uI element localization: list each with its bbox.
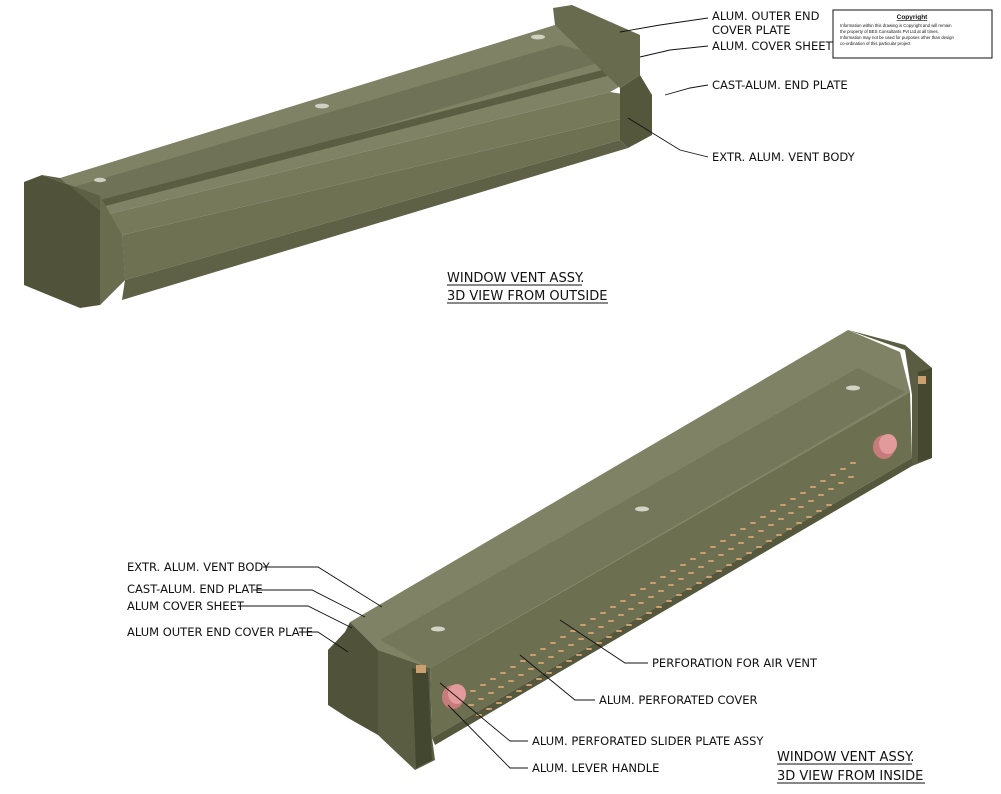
title-line-2: 3D VIEW FROM OUTSIDE — [447, 289, 607, 304]
label-vent-body: EXTR. ALUM. VENT BODY — [712, 150, 856, 164]
label-outer-end-cover: ALUM OUTER END COVER PLATE — [127, 625, 313, 639]
label-end-plate: CAST-ALUM. END PLATE — [127, 582, 263, 596]
copyright-line: Information within this drawing is Copyr… — [840, 23, 952, 28]
label-outer-end-cover: COVER PLATE — [712, 23, 791, 37]
label-perforation: PERFORATION FOR AIR VENT — [652, 656, 818, 670]
fixing-slot — [531, 34, 545, 40]
label-lever-handle: ALUM. LEVER HANDLE — [532, 761, 659, 775]
outer-end-cover-plate — [328, 622, 378, 735]
copyright-box: Copyright Information within this drawin… — [832, 9, 993, 59]
fixing-slot — [846, 385, 860, 391]
fixing-slot — [315, 103, 329, 109]
fixing-slot — [431, 626, 445, 632]
label-cover-sheet: ALUM COVER SHEET — [127, 599, 245, 613]
left-end-cover-plate — [24, 175, 100, 308]
label-slider-plate: ALUM. PERFORATED SLIDER PLATE ASSY — [532, 734, 764, 748]
fixing-slot — [94, 177, 106, 183]
label-end-plate: CAST-ALUM. END PLATE — [712, 78, 848, 92]
inside-leaders — [238, 566, 648, 769]
outside-labels: ALUM. OUTER END COVER PLATE ALUM. COVER … — [712, 9, 856, 164]
perforation-holes — [468, 462, 856, 716]
inside-view-title: WINDOW VENT ASSY. 3D VIEW FROM INSIDE — [777, 750, 925, 784]
vent-body-slant-face — [105, 92, 650, 235]
perforated-cover — [430, 392, 912, 738]
title-line-1: WINDOW VENT ASSY. — [447, 271, 584, 286]
inside-labels: EXTR. ALUM. VENT BODY CAST-ALUM. END PLA… — [127, 560, 818, 775]
label-perforated-cover: ALUM. PERFORATED COVER — [599, 693, 758, 707]
outside-view-title: WINDOW VENT ASSY. 3D VIEW FROM OUTSIDE — [447, 271, 608, 304]
fixing-slot — [635, 506, 649, 512]
copyright-line: Information may not be used for purposes… — [840, 35, 955, 40]
lever-handle — [442, 684, 466, 709]
vent-assembly-inside — [328, 330, 932, 770]
vent-top-groove — [70, 45, 615, 205]
vent-assembly-outside — [24, 5, 652, 308]
lever-handle — [873, 434, 897, 459]
copyright-line: the property of BES Consultants Pvt Ltd … — [840, 29, 939, 34]
title-line-2: 3D VIEW FROM INSIDE — [777, 769, 923, 784]
outside-leaders — [619, 17, 709, 158]
label-cover-sheet: ALUM. COVER SHEET — [712, 39, 833, 53]
vent-body-front-face — [122, 112, 652, 280]
title-line-1: WINDOW VENT ASSY. — [777, 750, 914, 765]
copyright-heading: Copyright — [897, 14, 929, 21]
label-vent-body: EXTR. ALUM. VENT BODY — [127, 560, 271, 574]
label-outer-end-cover: ALUM. OUTER END — [712, 9, 820, 23]
right-end-cover-plate — [553, 5, 640, 88]
copyright-line: co-ordination of this particular project — [840, 41, 911, 46]
